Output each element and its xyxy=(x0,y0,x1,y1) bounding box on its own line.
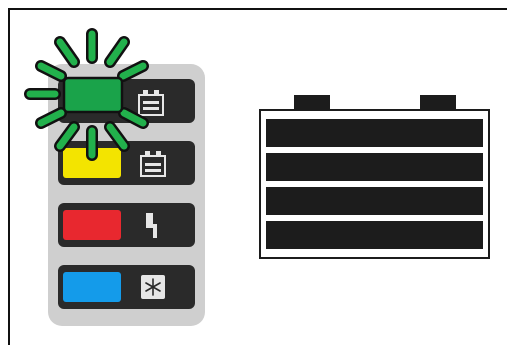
led-red xyxy=(63,210,121,240)
battery-cell-3 xyxy=(266,187,483,215)
battery-cell-2 xyxy=(266,153,483,181)
led-green xyxy=(64,78,122,112)
indicator-row-fault xyxy=(58,203,195,247)
battery-terminal-right xyxy=(420,95,456,110)
led-blue xyxy=(63,272,121,302)
battery-cell-1 xyxy=(266,119,483,147)
battery-terminal-left xyxy=(294,95,330,110)
battery-cell-4 xyxy=(266,221,483,249)
indicator-row-cold xyxy=(58,265,195,309)
snowflake-icon xyxy=(141,275,165,299)
battery-diagram xyxy=(260,95,489,258)
